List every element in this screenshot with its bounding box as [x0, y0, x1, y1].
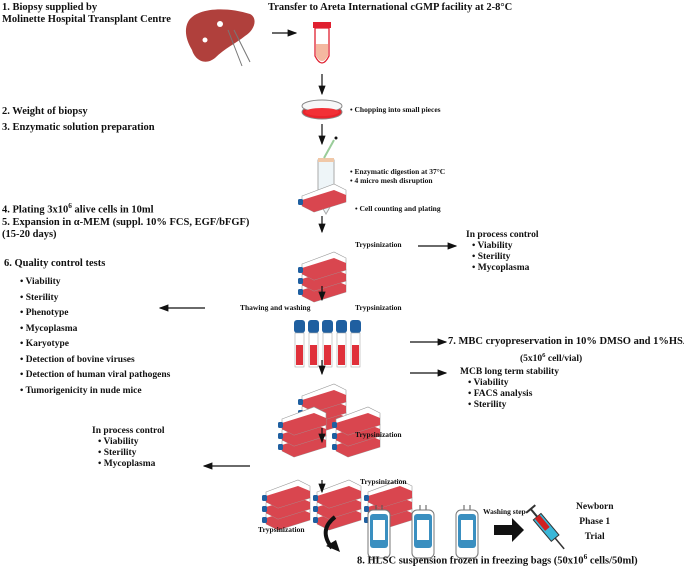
vial-cap	[322, 320, 333, 333]
quality-tests-list: ViabilitySterilityPhenotypeMycoplasmaKar…	[20, 275, 171, 399]
vial-cap	[294, 320, 305, 333]
liver-icon	[185, 9, 255, 67]
cell-counting-note: Cell counting and plating	[355, 204, 441, 214]
culture-flask-stack-icon	[298, 251, 347, 303]
trypsinization-label: Trypsinization	[360, 477, 407, 486]
culture-flask-stack-icon	[332, 406, 381, 458]
vial-cap	[308, 320, 319, 333]
freezing-bags-icon	[367, 505, 479, 559]
step-8-label: 8. HLSC suspension frozen in freezing ba…	[357, 552, 638, 567]
cryovials-icon	[294, 320, 361, 368]
step-5-label: 5. Expansion in α-MEM (suppl. 10% FCS, E…	[2, 217, 250, 241]
trypsinization-label: Trypsinization	[355, 240, 402, 249]
chopping-note: Chopping into small pieces	[350, 105, 441, 115]
culture-flask-stack-icon	[262, 479, 311, 531]
step-6-label: 6. Quality control tests	[4, 258, 106, 269]
in-process-control-top: In process controlViabilitySterilityMyco…	[466, 230, 538, 274]
step-7-density: (5x106 cell/vial)	[520, 352, 583, 365]
trypsinization-label: Trypsinization	[355, 303, 402, 312]
step-3-label: 3. Enzymatic solution preparation	[2, 122, 155, 133]
step-7-label: 7. MBC cryopreservation in 10% DMSO and …	[448, 336, 684, 347]
mcb-stability: MCB long term stabilityViabilityFACS ana…	[460, 367, 559, 411]
vial-cap	[336, 320, 347, 333]
step-2-label: 2. Weight of biopsy	[2, 106, 88, 117]
in-process-control-bottom: In process controlViabilitySterilityMyco…	[92, 426, 164, 470]
culture-flask-stack-icon	[298, 183, 347, 213]
washing-step-label: Washing step	[483, 507, 526, 516]
petri-dish-icon	[301, 99, 343, 120]
curved-arrow-head	[326, 540, 340, 552]
thawing-label: Thawing and washing	[240, 303, 311, 312]
culture-flask-stack-icon	[313, 479, 362, 531]
transfer-label: Transfer to Areta International cGMP fac…	[268, 2, 513, 13]
vial-cap	[350, 320, 361, 333]
syringe-icon	[525, 504, 565, 550]
step-4-label: 4. Plating 3x106 alive cells in 10ml	[2, 201, 154, 216]
culture-flask-stack-icon	[278, 406, 327, 458]
digestion-notes: Enzymatic digestion at 37°C4 micro mesh …	[350, 167, 446, 185]
transport-tube-icon	[313, 22, 331, 64]
thick-arrow-icon	[494, 518, 524, 542]
trypsinization-label: Trypsinization	[258, 525, 305, 534]
trypsinization-label: Trypsinization	[355, 430, 402, 439]
